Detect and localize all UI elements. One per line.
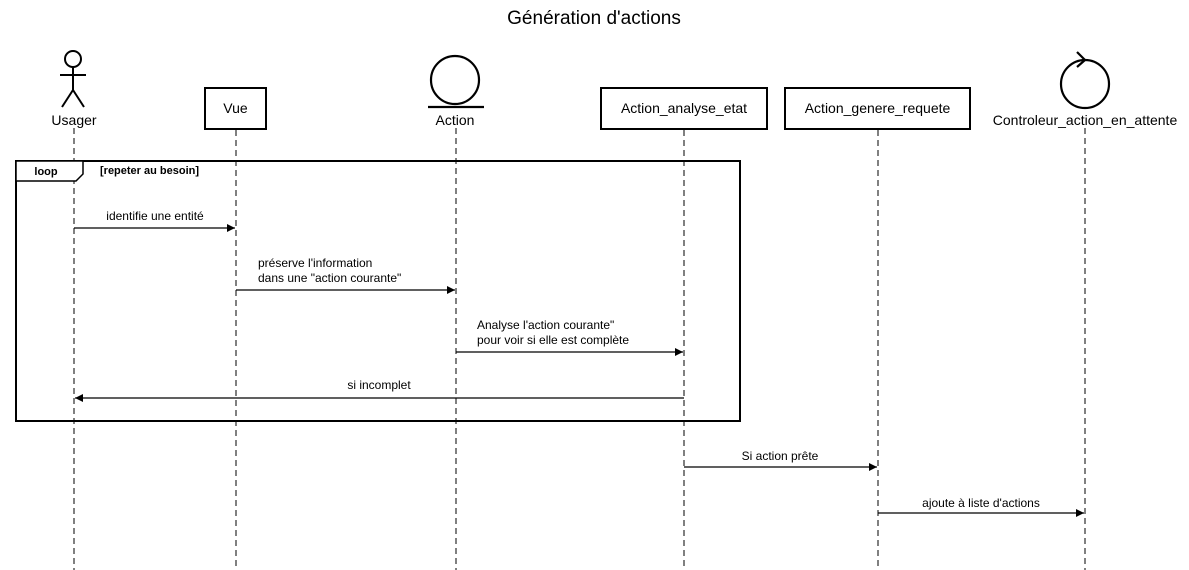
control-icon [1059, 51, 1111, 110]
message-label-preserve-line1: préserve l'information [258, 256, 372, 270]
message-label-preserve-line2: dans une "action courante" [258, 271, 401, 285]
message-label-si-incomplet: si incomplet [347, 378, 411, 392]
lifelines [73, 128, 1086, 570]
loop-fragment [15, 160, 741, 422]
participant-label-action-analyse-etat: Action_analyse_etat [621, 100, 747, 116]
loop-operator-tab [15, 160, 84, 182]
loop-guard-label: [repeter au besoin] [100, 165, 199, 177]
diagram-title: Génération d'actions [507, 8, 681, 29]
message-label-identifie: identifie une entité [106, 209, 204, 223]
participant-box-action-genere-requete [784, 87, 971, 130]
message-label-analyse-line1: Analyse l'action courante" [477, 318, 614, 332]
message-label-ajoute: ajoute à liste d'actions [922, 496, 1040, 510]
participant-label-action: Action [436, 112, 475, 128]
messages [74, 224, 1084, 517]
participant-label-usager: Usager [51, 112, 96, 128]
entity-icon [428, 54, 484, 109]
loop-operator-label: loop [34, 166, 57, 178]
participant-label-controleur: Controleur_action_en_attente [993, 112, 1178, 128]
message-label-analyse-line2: pour voir si elle est complète [477, 333, 629, 347]
participant-box-action-analyse-etat [600, 87, 768, 130]
participant-box-vue [204, 87, 267, 130]
actor-usager [60, 50, 86, 108]
participant-label-vue: Vue [223, 100, 248, 116]
actor-head-icon [64, 50, 82, 68]
participant-label-action-genere-requete: Action_genere_requete [805, 100, 951, 116]
message-label-si-action-prete: Si action prête [742, 449, 819, 463]
